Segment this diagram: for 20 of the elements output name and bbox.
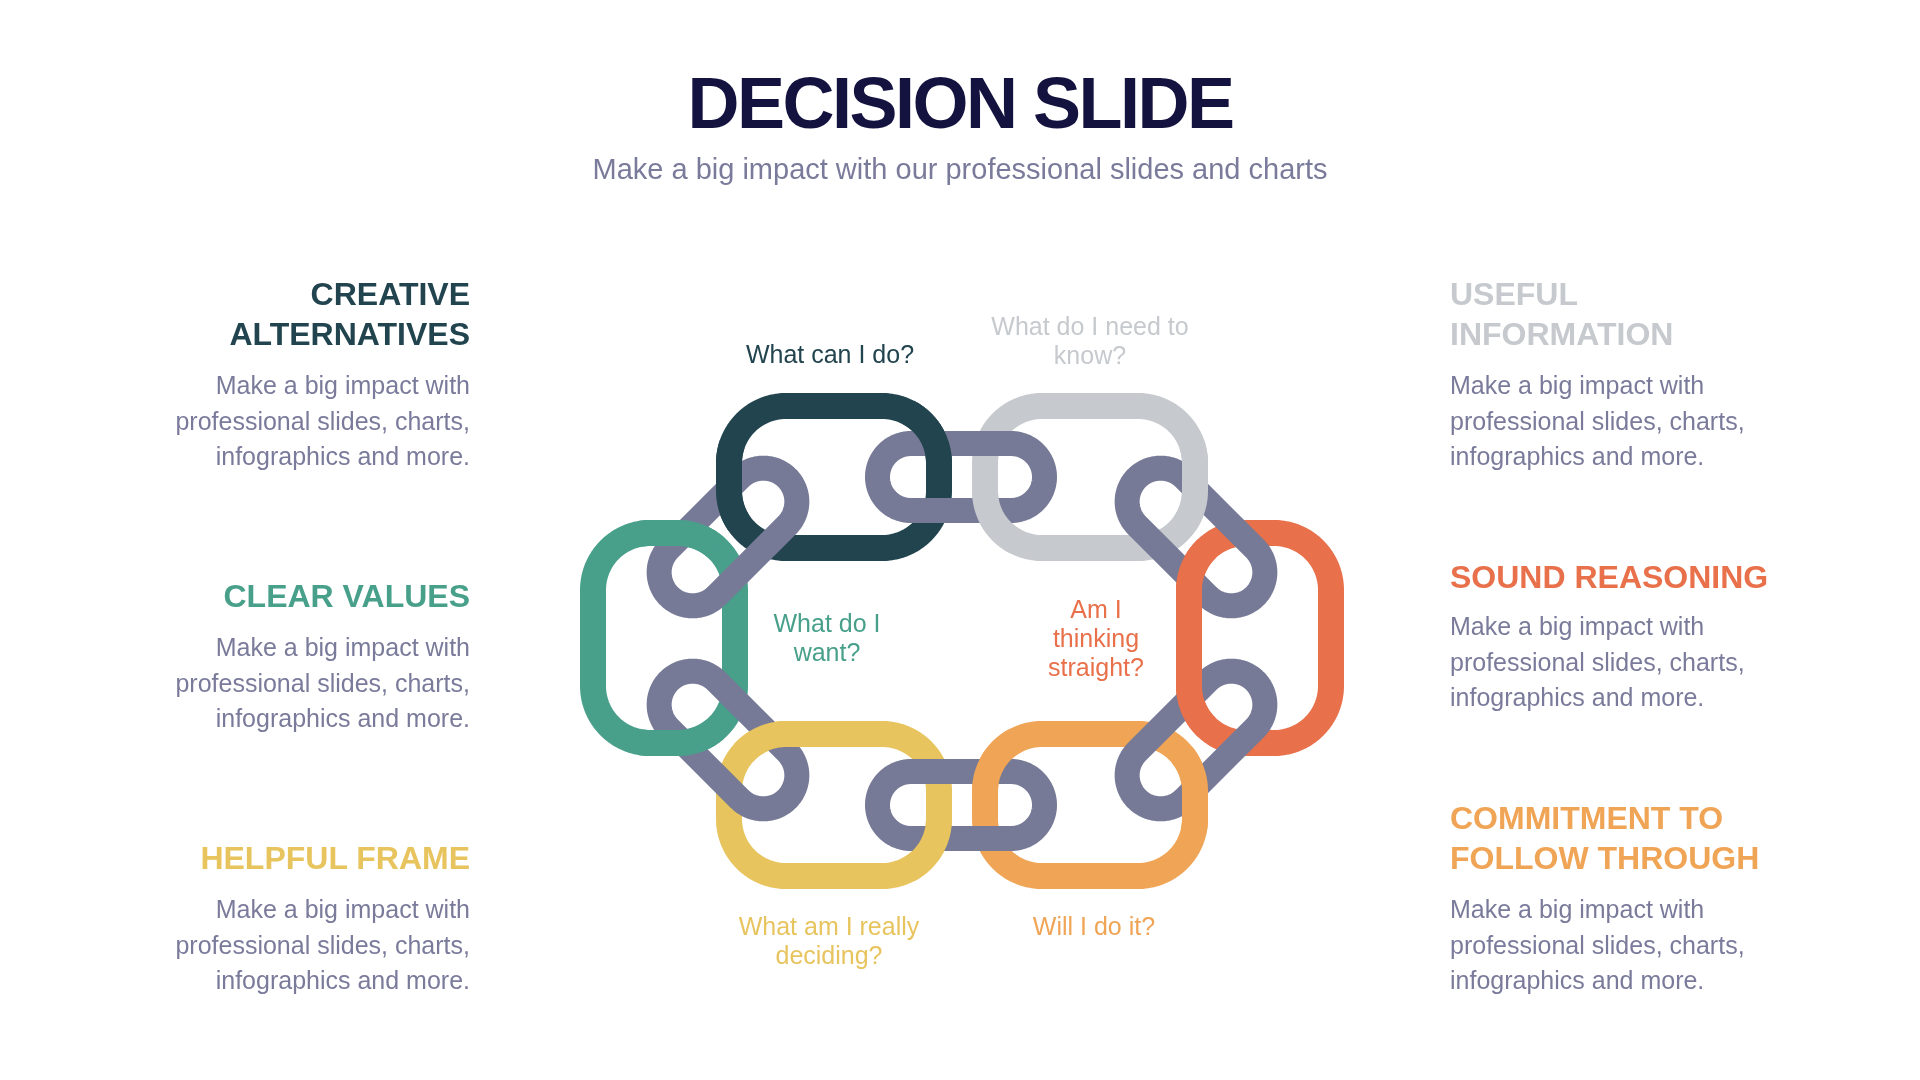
section-heading: COMMITMENT TO FOLLOW THROUGH	[1450, 799, 1761, 878]
section-heading: HELPFUL FRAME	[199, 839, 470, 878]
section-heading: SOUND REASONING	[1450, 558, 1770, 597]
question-text: What do I want?	[772, 609, 882, 667]
question-text: What am I really deciding?	[737, 912, 921, 970]
subtitle: Make a big impact with our professional slides and charts	[591, 152, 1329, 187]
question-text: Will I do it?	[1031, 912, 1157, 941]
section-description: Make a big impact with professional slides, charts, infographics and more.	[1450, 611, 1746, 713]
section-description: Make a big impact with professional slides, charts, infographics and more.	[1450, 370, 1746, 472]
section-heading: CREATIVE ALTERNATIVES	[228, 275, 470, 354]
question-text: Am I thinking straight?	[1047, 595, 1145, 682]
section-description: Make a big impact with professional slides, charts, infographics and more.	[174, 370, 470, 472]
section-heading: CLEAR VALUES	[222, 577, 470, 616]
section-description: Make a big impact with professional slides, charts, infographics and more.	[174, 894, 470, 996]
section-description: Make a big impact with professional slides, charts, infographics and more.	[1450, 894, 1746, 996]
section-description: Make a big impact with professional slides, charts, infographics and more.	[174, 632, 470, 734]
question-text: What do I need to know?	[990, 312, 1190, 370]
slide-title: DECISION SLIDE	[686, 62, 1234, 144]
question-text: What can I do?	[744, 340, 916, 369]
section-heading: USEFUL INFORMATION	[1450, 275, 1675, 354]
